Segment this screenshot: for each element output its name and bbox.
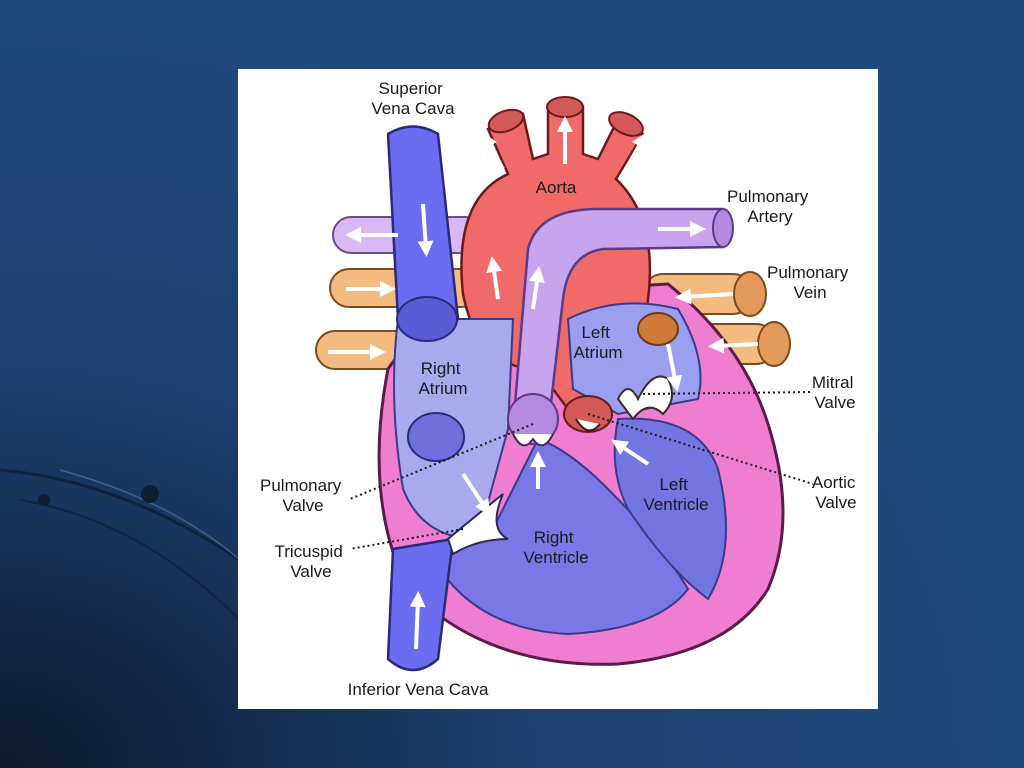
label-aorta: Aorta: [536, 178, 577, 197]
decoration-dot: [38, 494, 50, 506]
tricuspid-valve: [446, 493, 509, 556]
label-left-ventricle: Left Ventricle: [643, 475, 708, 514]
pulmonary-valve: [507, 393, 559, 447]
label-right-ventricle: Right Ventricle: [523, 528, 588, 567]
pulmonary-vein-opening: [637, 312, 679, 346]
label-inferior-vena-cava: Inferior Vena Cava: [348, 680, 489, 699]
label-pulmonary-valve: Pulmonary Valve: [260, 476, 346, 515]
label-pulmonary-vein: Pulmonary Vein: [767, 263, 853, 302]
label-left-atrium: Left Atrium: [573, 323, 622, 362]
heart-diagram-panel: Superior Vena Cava Aorta Pulmonary Arter…: [238, 69, 878, 709]
blood-flow-arrows: [328, 116, 759, 650]
left-ventricle: [613, 417, 727, 601]
label-tricuspid-valve: Tricuspid Valve: [274, 542, 347, 581]
label-right-atrium: Right Atrium: [418, 359, 467, 398]
label-aortic-valve: Aortic Valve: [812, 473, 860, 512]
label-pointers: [349, 391, 814, 550]
label-pulmonary-artery: Pulmonary Artery: [727, 187, 813, 226]
right-ventricle: [426, 437, 690, 636]
label-superior-vena-cava: Superior Vena Cava: [371, 79, 455, 118]
heart-diagram: Superior Vena Cava Aorta Pulmonary Arter…: [260, 79, 860, 699]
decoration-dot: [141, 485, 159, 503]
inferior-vena-cava: [386, 537, 455, 672]
label-mitral-valve: Mitral Valve: [812, 373, 858, 412]
